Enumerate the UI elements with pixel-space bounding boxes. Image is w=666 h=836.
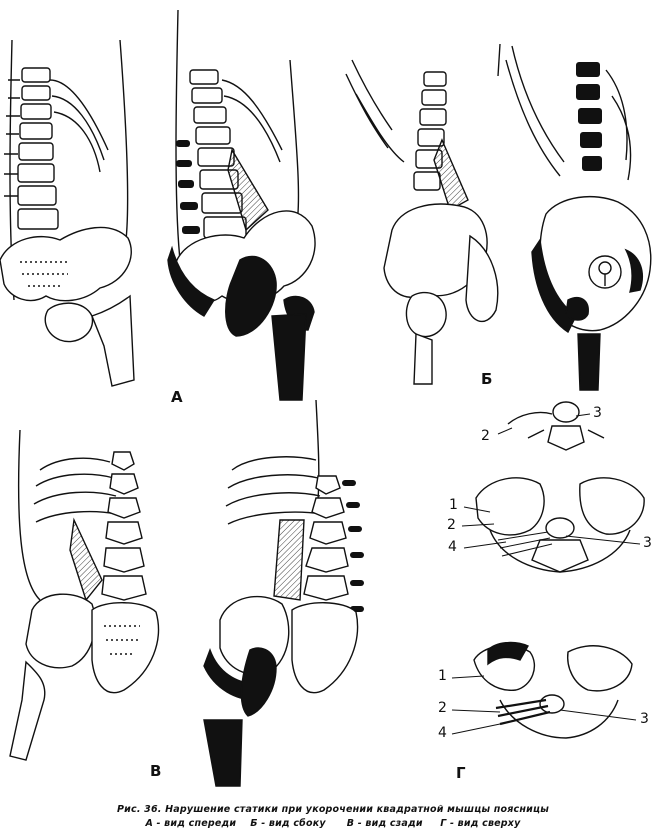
figure-caption-line-2: А - вид спереди Б - вид сбоку В - вид сз… [145,818,521,829]
spine-front-normal-figure [0,39,135,387]
callout-number: 3 [593,405,602,421]
panel-letter-front: А [171,388,183,406]
callout-number: 4 [448,539,457,555]
spine-back-shortened-figure [203,399,364,787]
panel-letter-side: Б [481,370,493,388]
callout-number: 4 [438,725,447,741]
spine-back-normal-figure [9,429,160,761]
callout-number: 2 [447,517,456,533]
callout-number: 3 [643,535,652,551]
callout-number: 1 [438,668,447,684]
panel-letter-top: Г [456,764,466,782]
callout-number: 2 [438,700,447,716]
vertebra-top-view-figure [507,401,605,451]
panel-letter-back: В [150,762,162,780]
figure-caption-line-1: Рис. 36. Нарушение статики при укорочени… [116,804,550,815]
spine-side-shortened-figure [505,45,652,391]
callout-number: 2 [481,428,490,444]
callout-leader-lines [451,413,641,735]
spine-side-normal-figure [345,43,501,385]
callout-number: 3 [640,711,649,727]
callout-number: 1 [449,497,458,513]
pelvis-top-view-bottom-figure [473,641,633,739]
pelvis-top-view-middle-figure [475,477,645,573]
spine-front-shortened-figure [167,9,316,401]
